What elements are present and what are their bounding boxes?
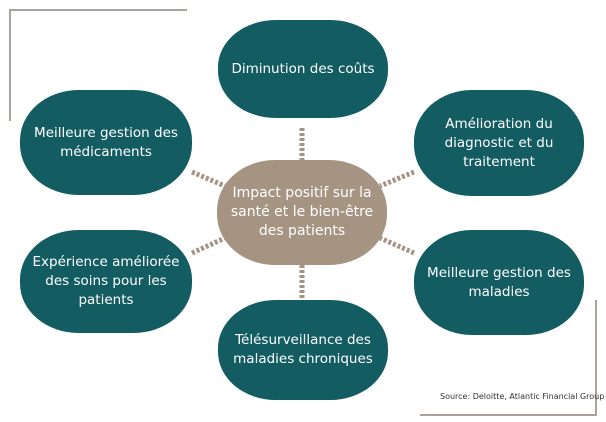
node-medication-management: Meilleure gestion des médicaments — [20, 90, 192, 195]
node-label: Diminution des coûts — [231, 60, 375, 77]
node-label: Meilleure gestion des maladies — [427, 264, 571, 300]
source-note: Source: Deloitte, Atlantic Financial Gro… — [440, 392, 605, 401]
frame-top-left-v — [9, 9, 11, 121]
node-disease-management: Meilleure gestion des maladies — [414, 230, 584, 335]
node-cost-reduction: Diminution des coûts — [218, 20, 388, 118]
node-label: Expérience améliorée des soins pour les … — [32, 254, 180, 308]
node-label: Amélioration du diagnostic et du traitem… — [444, 115, 554, 170]
node-patient-experience: Expérience améliorée des soins pour les … — [20, 230, 192, 333]
connector-top-left — [191, 169, 226, 189]
node-telemonitoring: Télésurveillance des maladies chroniques — [218, 300, 388, 400]
node-center-impact: Impact positif sur la santé et le bien-ê… — [217, 160, 387, 265]
connector-right — [378, 235, 416, 256]
connector-left — [190, 235, 227, 256]
center-label: Impact positif sur la santé et le bien-ê… — [230, 185, 374, 239]
connector-top-right — [379, 169, 415, 189]
node-label: Télésurveillance des maladies chroniques — [233, 332, 373, 367]
frame-bottom-right-h — [420, 414, 597, 416]
node-label: Meilleure gestion des médicaments — [34, 124, 178, 160]
node-diagnosis-treatment: Amélioration du diagnostic et du traitem… — [414, 90, 584, 196]
frame-top-left-h — [10, 9, 187, 11]
frame-bottom-right-v — [595, 300, 597, 416]
